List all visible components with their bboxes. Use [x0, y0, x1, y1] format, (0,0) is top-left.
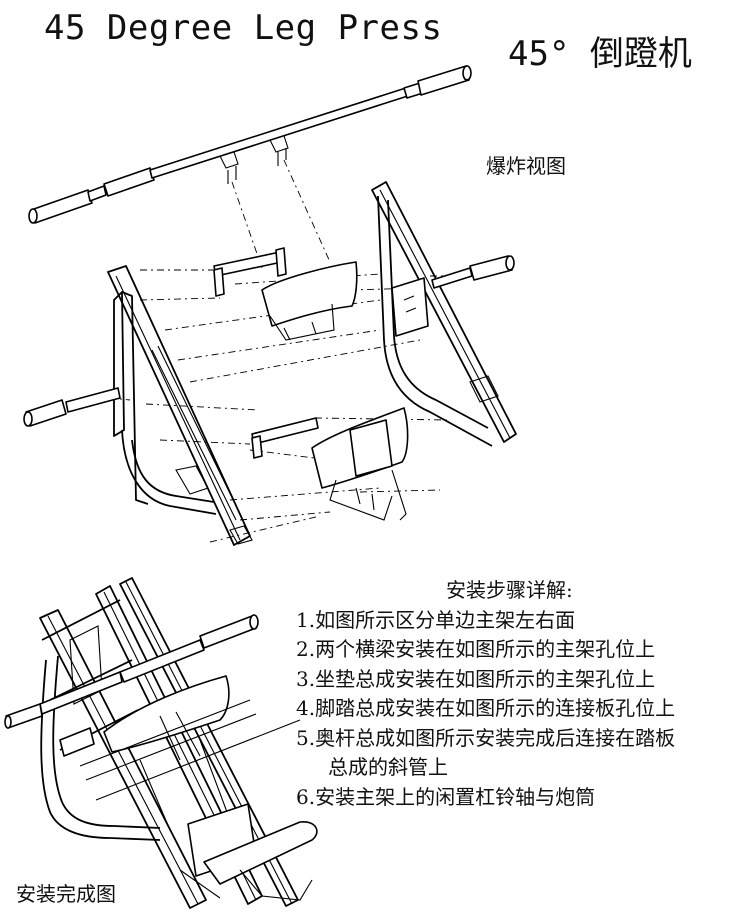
- olympic-bar-part: [28, 65, 472, 224]
- instruction-step: 1.如图所示区分单边主架左右面: [296, 607, 576, 632]
- assembled-olympic-bar: [4, 614, 259, 757]
- assembly-instructions: 安装步骤详解: 1.如图所示区分单边主架左右面 2.两个横梁安装在如图所示的主架…: [296, 576, 748, 812]
- right-weight-horn-part: [431, 255, 515, 289]
- instruction-step: 5.奥杆总成如图所示安装完成后连接在踏板: [296, 725, 676, 750]
- instruction-step: 6.安装主架上的闲置杠铃轴与炮筒: [296, 784, 596, 809]
- footplate-assembly-part: [311, 407, 409, 521]
- assembled-view-label: 安装完成图: [16, 882, 116, 906]
- assembled-carriage-rails: [79, 699, 301, 831]
- seat-backrest-part: [261, 261, 358, 341]
- instruction-step: 2.两个横梁安装在如图所示的主架孔位上: [296, 637, 656, 661]
- lower-crossbeam-part: [251, 417, 319, 459]
- title-english: 45 Degree Leg Press: [44, 8, 443, 48]
- left-weight-horn-part: [23, 387, 121, 427]
- exploded-view-label: 爆炸视图: [486, 154, 566, 178]
- assembled-seat: [179, 803, 318, 901]
- instruction-step: 3.坐垫总成安装在如图所示的主架孔位上: [296, 666, 656, 691]
- instruction-step-continuation: 总成的斜管上: [328, 755, 448, 779]
- title-chinese: 45° 倒蹬机: [508, 34, 692, 74]
- left-main-frame-part: [107, 265, 253, 546]
- instructions-heading: 安装步骤详解:: [446, 578, 573, 602]
- upper-crossbeam-part: [213, 247, 287, 297]
- right-main-frame-part: [371, 181, 517, 447]
- assembled-footplate: [103, 675, 230, 761]
- instruction-step: 4.脚踏总成安装在如图所示的连接板孔位上: [296, 696, 676, 720]
